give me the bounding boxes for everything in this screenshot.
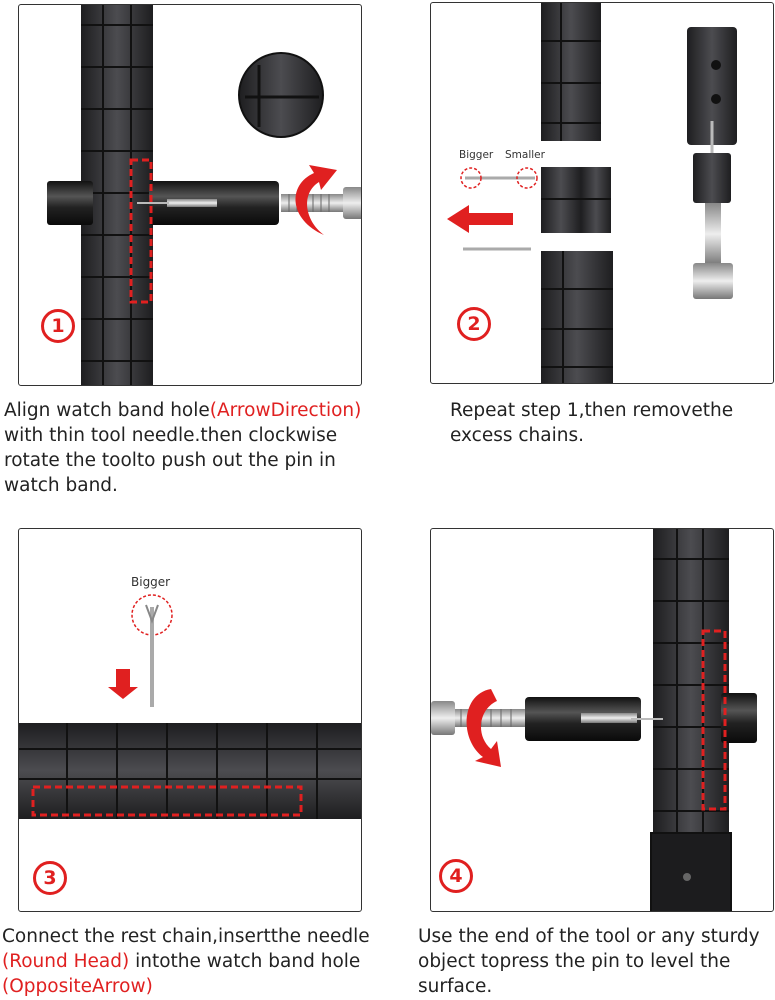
step-1-badge: 1 — [41, 309, 75, 343]
step-1-caption-d: watch band. — [4, 475, 118, 496]
counter-clockwise-arrow-icon — [466, 689, 501, 767]
zoom-inset — [238, 52, 324, 138]
removed-link — [541, 167, 611, 233]
step-4-badge: 4 — [439, 859, 473, 893]
label-bigger: Bigger — [131, 575, 171, 589]
step-1-caption-highlight: (ArrowDirection) — [209, 400, 362, 421]
step-3-caption-highlight-2: (OppositeArrow) — [2, 976, 153, 997]
band-hole-highlight — [701, 629, 727, 811]
pin-remover-tool-vertical — [687, 27, 737, 299]
step-1-caption-c: rotate the toolto push out the pin in — [4, 450, 336, 471]
step-4-illustration — [431, 529, 757, 911]
step-1-caption: Align watch band hole(ArrowDirection) wi… — [4, 398, 394, 498]
band-top-section — [541, 3, 601, 141]
step-3-caption-b: intothe watch band hole — [129, 951, 361, 972]
step-3-badge: 3 — [33, 861, 67, 895]
watch-band-horizontal — [19, 723, 361, 819]
step-1-caption-a: Align watch band hole — [4, 400, 210, 421]
step-2-panel: Bigger Smaller 2 — [430, 2, 774, 384]
step-4-caption-b: object topress the pin to level the — [418, 951, 731, 972]
step-3-caption-a: Connect the rest chain,insertthe needle — [2, 926, 370, 947]
step-1-panel: 1 — [18, 4, 362, 386]
label-bigger: Bigger — [459, 149, 494, 161]
step-4-caption-a: Use the end of the tool or any sturdy — [418, 926, 760, 947]
step-4-caption: Use the end of the tool or any sturdy ob… — [418, 924, 774, 999]
band-hole-highlight — [129, 158, 153, 304]
step-2-caption: Repeat step 1,then removethe excess chai… — [450, 398, 770, 448]
step-2-caption-a: Repeat step 1,then removethe — [450, 400, 734, 421]
step-3-illustration — [19, 594, 361, 819]
watch-band — [650, 529, 732, 911]
down-arrow-icon — [108, 669, 138, 699]
step-2-badge: 2 — [457, 307, 491, 341]
band-bottom-section — [541, 251, 613, 383]
step-2-caption-b: excess chains. — [450, 425, 585, 446]
step-3-caption: Connect the rest chain,insertthe needle … — [2, 924, 402, 999]
step-4-caption-c: surface. — [418, 976, 493, 997]
step-4-panel: 4 — [430, 528, 774, 912]
step-1-caption-b: with thin tool needle.then clockwise — [4, 425, 338, 446]
step-3-panel: Bigger 3 — [18, 528, 362, 912]
step-1-illustration — [47, 5, 361, 385]
clockwise-arrow-icon — [295, 165, 337, 235]
step-2-illustration — [447, 3, 737, 383]
needle — [131, 594, 173, 707]
pin-remover-tool — [431, 693, 757, 743]
step-3-caption-highlight-1: (Round Head) — [2, 951, 130, 972]
label-smaller: Smaller — [505, 149, 545, 161]
left-arrow-icon — [447, 205, 513, 233]
band-hole-highlight — [31, 785, 303, 817]
